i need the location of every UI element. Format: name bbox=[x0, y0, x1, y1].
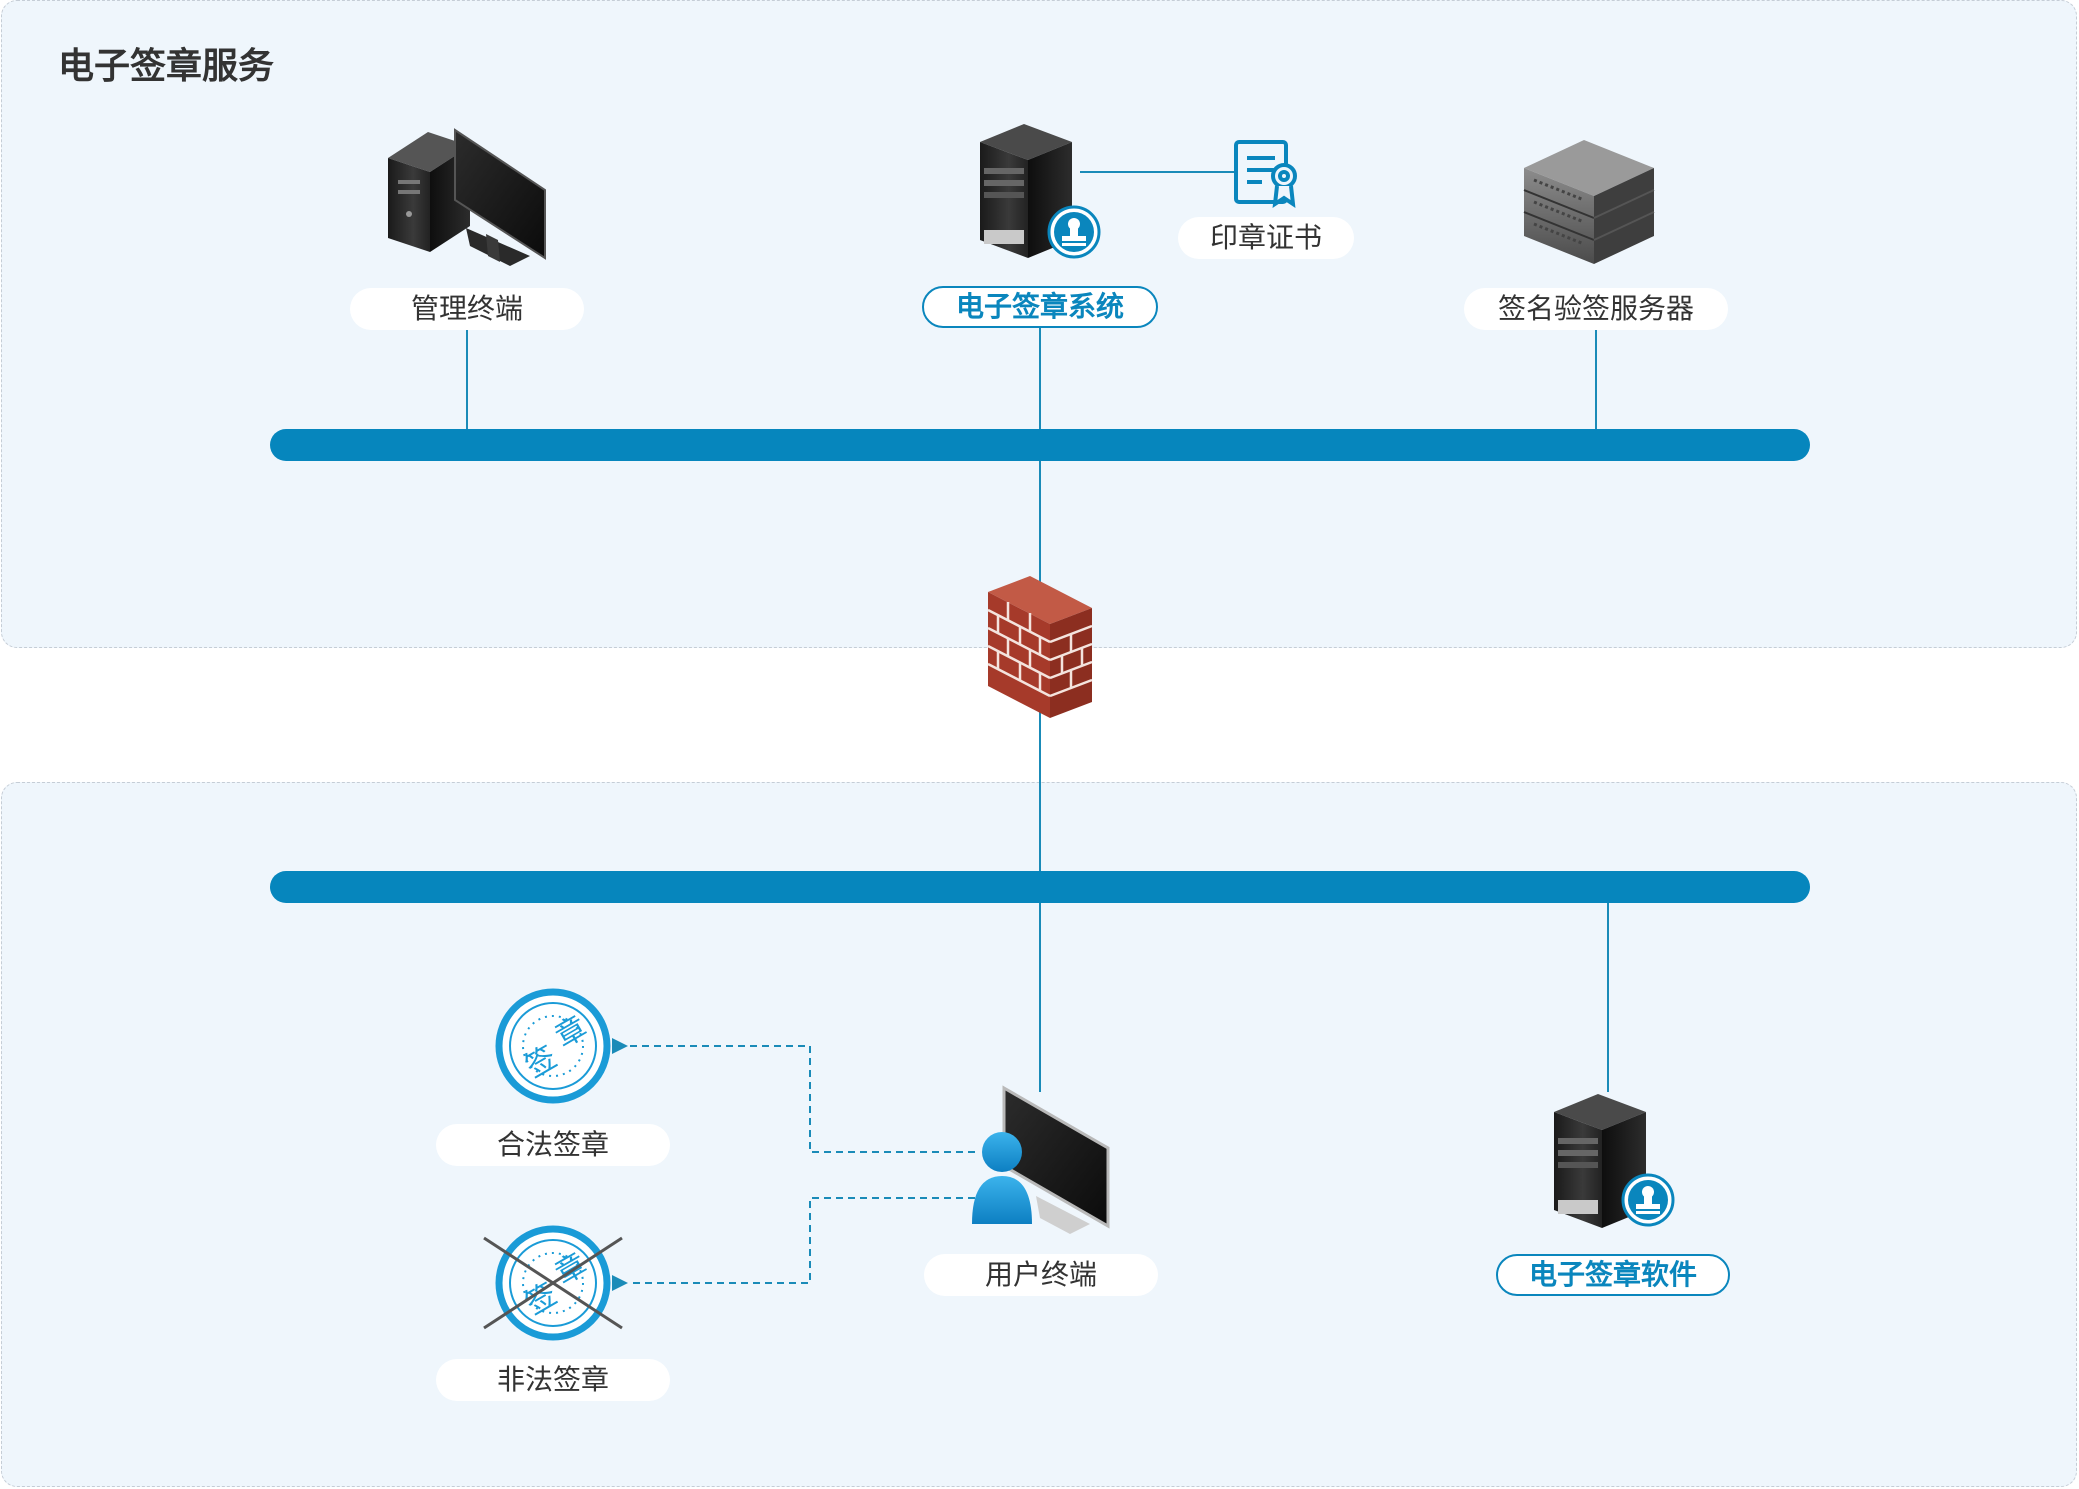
crossed-stamp-icon: 章 签 bbox=[483, 1225, 623, 1341]
label-legal-seal: 合法签章 bbox=[436, 1124, 670, 1166]
user-workstation-icon bbox=[972, 1085, 1110, 1234]
label-admin-terminal: 管理终端 bbox=[350, 288, 584, 330]
certificate-icon bbox=[1234, 140, 1297, 209]
label-verify-server: 签名验签服务器 bbox=[1464, 288, 1728, 330]
desktop-computer-icon bbox=[388, 128, 546, 266]
server-with-user-icon bbox=[1554, 1094, 1675, 1228]
firewall-brick-icon bbox=[987, 576, 1093, 718]
label-esign-system: 电子签章系统 bbox=[922, 286, 1158, 328]
label-user-terminal: 用户终端 bbox=[924, 1254, 1158, 1296]
round-stamp-icon: 章 签 bbox=[495, 988, 611, 1104]
rack-server-icon bbox=[1523, 140, 1655, 264]
label-illegal-seal: 非法签章 bbox=[436, 1359, 670, 1401]
zone-title: 电子签章服务 bbox=[58, 46, 275, 87]
connection-lines bbox=[466, 171, 1609, 1092]
label-esign-software: 电子签章软件 bbox=[1496, 1254, 1730, 1296]
label-seal-cert: 印章证书 bbox=[1178, 217, 1354, 259]
arrow-to-legal-seal bbox=[612, 1038, 975, 1153]
cross-line bbox=[483, 1236, 623, 1330]
dashed-arrows bbox=[612, 1038, 975, 1291]
server-with-user-icon bbox=[980, 124, 1101, 259]
arrow-to-illegal-seal bbox=[612, 1197, 975, 1291]
